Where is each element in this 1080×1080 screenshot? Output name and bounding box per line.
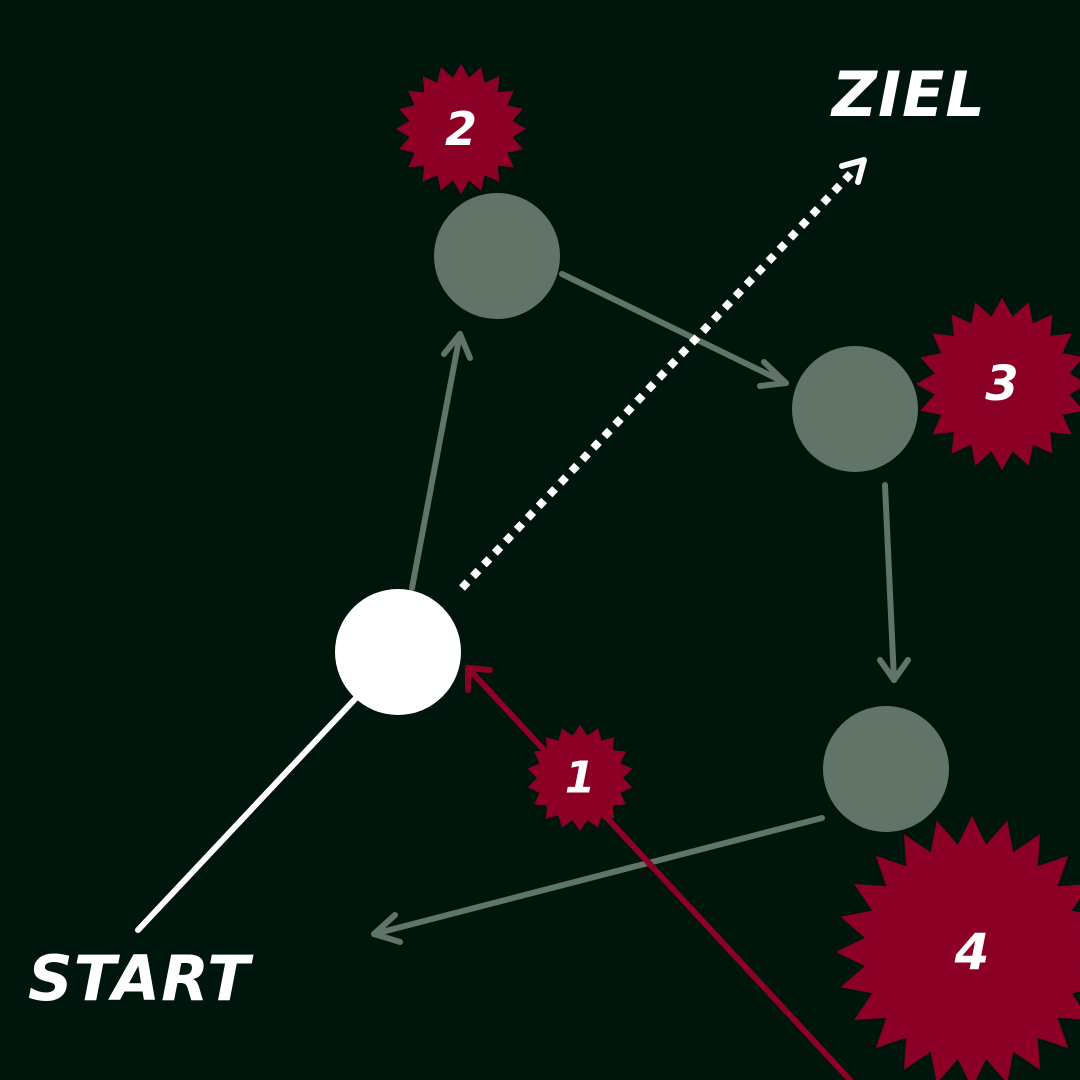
- start-node: [335, 589, 461, 715]
- badge-number-1: 1: [564, 752, 596, 804]
- arrow-node-3-to-node-4: [877, 482, 911, 683]
- badge-number-2: 2: [444, 102, 478, 156]
- goal-label: ZIEL: [832, 58, 986, 131]
- badge-burst-3: [916, 298, 1080, 470]
- badge-number-3: 3: [985, 356, 1019, 412]
- arrow-node-2-to-node-3: [559, 271, 789, 389]
- arrow-node-4-to-start: [371, 815, 825, 945]
- step-node-4: [823, 706, 949, 832]
- arrow-red-to-white-node: [465, 665, 853, 1080]
- start-label: START: [28, 942, 251, 1015]
- badge-burst-4: [836, 816, 1080, 1080]
- step-node-3: [792, 346, 918, 472]
- arrow-white-node-to-node-2: [409, 331, 473, 591]
- badge-number-4: 4: [954, 923, 990, 981]
- start-line: [135, 695, 359, 933]
- badge-burst-1: [527, 725, 633, 831]
- step-node-2: [434, 193, 560, 319]
- dotted-arrow-to-goal: [459, 157, 867, 591]
- badge-burst-2: [396, 64, 526, 194]
